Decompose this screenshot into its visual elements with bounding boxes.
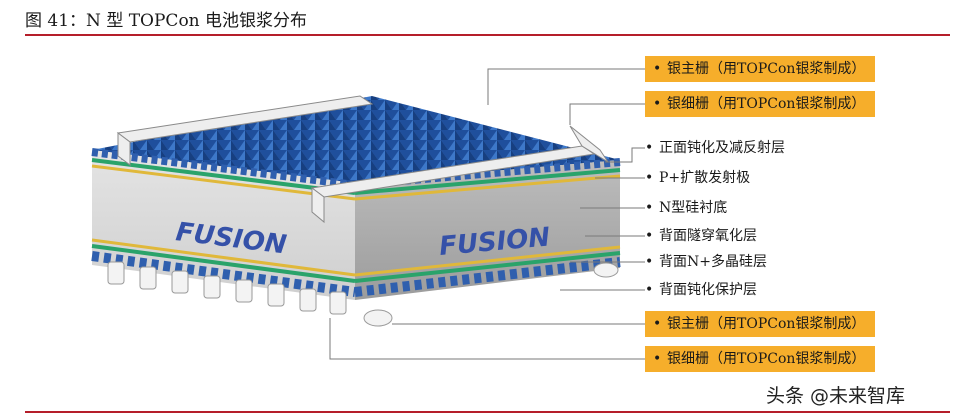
leader-lines [329, 68, 645, 360]
front-busbars [116, 95, 609, 224]
front-face-right [355, 160, 620, 300]
label-rear-busbar: •银主栅（用TOPCon银浆制成） [645, 311, 876, 337]
label-n-substrate: •N型硅衬底 [645, 200, 728, 216]
figure-title: 图 41：N 型 TOPCon 电池银浆分布 [25, 11, 308, 31]
label-n-poly: •背面N+多晶硅层 [645, 254, 767, 270]
label-front-passivation: •正面钝化及减反射层 [645, 140, 785, 156]
label-p-emitter: •P+扩散发射极 [645, 170, 751, 186]
watermark: 头条 @未来智库 [766, 385, 906, 407]
bottom-divider [25, 411, 950, 413]
label-tunnel-oxide: •背面隧穿氧化层 [645, 228, 757, 244]
label-front-finger: •银细栅（用TOPCon银浆制成） [645, 91, 876, 117]
label-rear-passivation: •背面钝化保护层 [645, 282, 757, 298]
title-divider [25, 34, 950, 36]
label-rear-finger: •银细栅（用TOPCon银浆制成） [645, 346, 876, 372]
label-front-busbar: •银主栅（用TOPCon银浆制成） [645, 56, 876, 82]
